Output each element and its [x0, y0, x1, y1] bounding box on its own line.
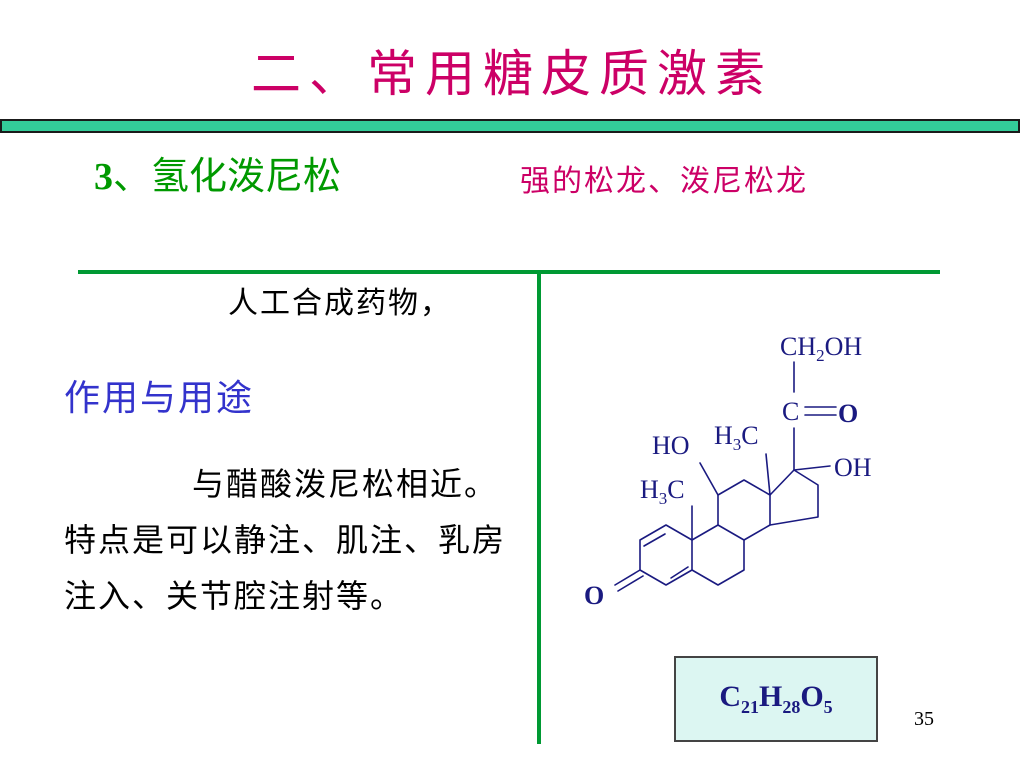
label-carbonyl-oxygen: O [838, 399, 858, 428]
drug-origin: 人工合成药物， [228, 286, 452, 321]
section-heading: 作用与用途 [64, 378, 255, 419]
drug-name-text: 、氢化泼尼松 [113, 154, 342, 198]
vertical-divider [537, 274, 541, 744]
molecular-formula: C21H28O5 [719, 680, 833, 717]
drug-aliases: 强的松龙、泼尼松龙 [520, 164, 808, 199]
label-carbonyl-carbon: C [782, 397, 799, 426]
label-ketone-oxygen: O [584, 581, 604, 610]
label-methyl-c13: H3C [714, 421, 759, 454]
label-hydroxyl-17: OH [834, 453, 872, 482]
label-ch2oh: CH2OH [780, 332, 862, 365]
usage-description: 与醋酸泼尼松相近。特点是可以静注、肌注、乳房注入、关节腔注射等。 [64, 465, 507, 615]
label-hydroxyl-11: HO [652, 431, 690, 460]
molecular-formula-box: C21H28O5 [674, 656, 878, 742]
slide-title: 二、常用糖皮质激素 [251, 45, 773, 103]
horizontal-divider [78, 270, 940, 274]
chemical-structure-diagram: CH2OH C O H3C HO OH H3C O [584, 332, 872, 610]
label-methyl-c10: H3C [640, 475, 685, 508]
drug-number: 3 [94, 156, 113, 198]
page-number: 35 [914, 708, 934, 730]
drug-name: 3、氢化泼尼松 [94, 150, 341, 203]
title-divider-bar [0, 119, 1020, 133]
